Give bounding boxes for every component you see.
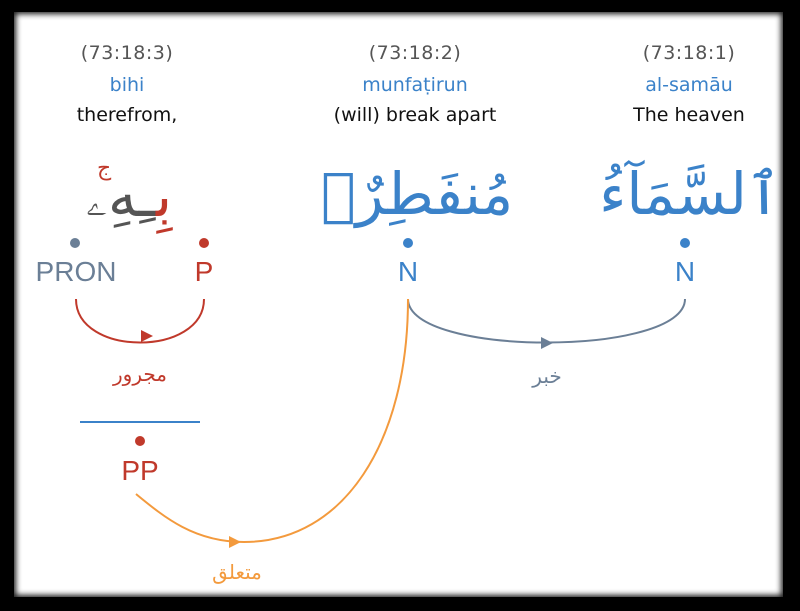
word-translit: bihi <box>109 74 145 96</box>
word-gloss: (will) break apart <box>333 104 497 126</box>
node-dot-n1 <box>680 238 690 248</box>
word-col-1: (73:18:1) al-samāu The heaven <box>569 42 800 126</box>
arrowhead-khabar <box>541 337 553 349</box>
edge-khabar <box>407 298 686 344</box>
arabic-word-3: ج بِـِهِۦ <box>9 156 249 231</box>
word-col-3: (73:18:3) bihi therefrom, <box>7 42 247 126</box>
word-gloss: The heaven <box>633 104 745 126</box>
relation-label-majrur: مجرور <box>113 362 167 386</box>
arabic-pause-mark: ج <box>97 156 112 181</box>
relation-label-khabar: خبر <box>532 364 562 388</box>
word-location: (73:18:3) <box>80 42 174 64</box>
arabic-word-1: ٱلسَّمَآءُ <box>599 160 781 228</box>
tag-n-word2: N <box>397 256 419 287</box>
diagram-panel: (73:18:3) bihi therefrom, (73:18:2) munf… <box>14 12 783 597</box>
arabic-prefix: بِ <box>155 162 173 230</box>
arabic-suffix: ـِهِۦ <box>85 162 156 230</box>
word-translit: munfaṭirun <box>362 74 468 96</box>
node-dot-pron <box>70 238 80 248</box>
tag-pp: PP <box>121 455 159 486</box>
relation-label-mutaalliq: متعلق <box>212 560 262 584</box>
node-dot-p <box>199 238 209 248</box>
node-dot-n2 <box>403 238 413 248</box>
tag-n-word1: N <box>674 256 696 287</box>
edge-majrur <box>75 298 205 344</box>
edge-mutaalliq <box>135 298 409 544</box>
word-col-2: (73:18:2) munfaṭirun (will) break apart <box>295 42 535 126</box>
node-dot-pp <box>135 436 145 446</box>
dependency-edges <box>75 298 686 548</box>
word-location: (73:18:2) <box>368 42 462 64</box>
word-gloss: therefrom, <box>76 104 178 126</box>
tag-pron: PRON <box>35 256 117 287</box>
tag-p: P <box>194 256 214 287</box>
arrowhead-majrur <box>141 330 153 342</box>
arrowhead-mutaalliq <box>229 536 241 548</box>
word-translit: al-samāu <box>645 74 733 96</box>
word-location: (73:18:1) <box>642 42 736 64</box>
arabic-word-2: مُنفَطِرٌۢ <box>320 160 514 228</box>
